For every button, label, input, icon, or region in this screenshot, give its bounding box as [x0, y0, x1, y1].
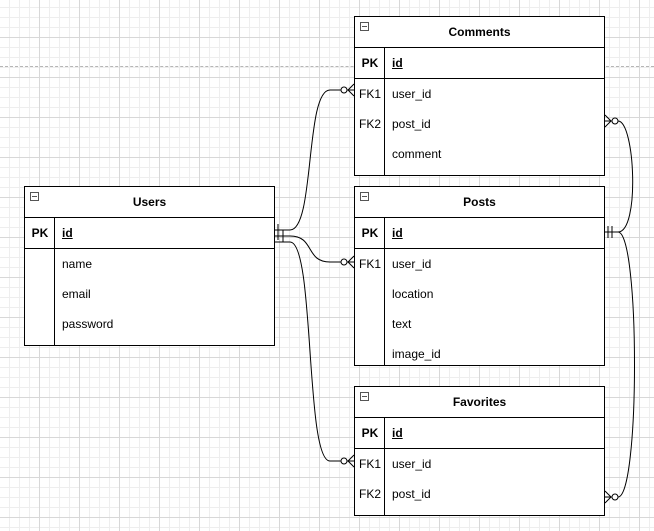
zero-circle-favorites-user: [340, 457, 348, 465]
table-row[interactable]: FK2 post_id: [355, 109, 604, 139]
key-column-divider: [384, 418, 385, 515]
table-row[interactable]: PK id: [355, 218, 604, 249]
key-label: FK2: [358, 487, 381, 501]
field-name: email: [62, 287, 91, 301]
collapse-icon[interactable]: [360, 22, 369, 31]
key-label: PK: [361, 426, 379, 440]
table-row[interactable]: PK id: [355, 48, 604, 79]
field-name: image_id: [392, 347, 441, 361]
collapse-icon[interactable]: [30, 192, 39, 201]
collapse-icon[interactable]: [360, 192, 369, 201]
table-users[interactable]: Users PK id name email password: [24, 186, 275, 346]
rel-posts-favorites: [605, 231, 635, 498]
table-title: Favorites: [355, 387, 604, 418]
field-name: comment: [392, 147, 442, 161]
crowfoot-favorites-post: [604, 490, 612, 504]
key-label: [355, 279, 385, 309]
table-row[interactable]: PK id: [25, 218, 274, 249]
table-posts[interactable]: Posts PK id FK1 user_id location text im…: [354, 186, 605, 366]
field-name: id: [62, 226, 73, 240]
key-label: PK: [361, 56, 379, 70]
key-column-divider: [54, 218, 55, 345]
zero-circle-favorites-post: [611, 493, 619, 501]
key-label: FK1: [358, 257, 381, 271]
table-title: Users: [25, 187, 274, 218]
rel-users-favorites: [275, 241, 354, 462]
table-row[interactable]: text: [355, 309, 604, 339]
table-row[interactable]: email: [25, 279, 274, 309]
field-name: text: [392, 317, 412, 331]
field-name: location: [392, 287, 434, 301]
field-name: password: [62, 317, 114, 331]
field-name: user_id: [392, 457, 432, 471]
table-row[interactable]: PK id: [355, 418, 604, 449]
key-label: [25, 309, 55, 339]
key-label: [25, 249, 55, 279]
key-label: FK2: [358, 117, 381, 131]
crowfoot-comments-user: [347, 83, 355, 97]
table-comments[interactable]: Comments PK id FK1 user_id FK2 post_id c…: [354, 16, 605, 176]
collapse-icon[interactable]: [360, 392, 369, 401]
crowfoot-favorites-user: [347, 454, 355, 468]
key-label: FK1: [358, 457, 381, 471]
table-row[interactable]: FK1 user_id: [355, 449, 604, 479]
table-row[interactable]: FK1 user_id: [355, 249, 604, 279]
key-label: [25, 279, 55, 309]
rel-users-comments: [275, 89, 354, 231]
key-label: [355, 139, 385, 169]
table-row[interactable]: location: [355, 279, 604, 309]
table-row[interactable]: name: [25, 249, 274, 279]
rel-users-posts: [275, 235, 354, 263]
crowfoot-posts-user: [347, 255, 355, 269]
field-name: name: [62, 257, 93, 271]
zero-circle-posts-user: [340, 258, 348, 266]
crowfoot-comments-post: [604, 114, 612, 128]
field-name: id: [392, 426, 403, 440]
table-title: Posts: [355, 187, 604, 218]
table-row[interactable]: FK2 post_id: [355, 479, 604, 509]
page-break-line: [0, 66, 654, 67]
field-name: id: [392, 56, 403, 70]
table-row[interactable]: comment: [355, 139, 604, 169]
table-row[interactable]: password: [25, 309, 274, 339]
table-row[interactable]: image_id: [355, 339, 604, 369]
key-label: FK1: [358, 87, 381, 101]
zero-circle-comments-user: [340, 86, 348, 94]
field-name: user_id: [392, 87, 432, 101]
zero-circle-comments-post: [611, 117, 619, 125]
table-favorites[interactable]: Favorites PK id FK1 user_id FK2 post_id: [354, 386, 605, 516]
key-label: [355, 309, 385, 339]
field-name: post_id: [392, 487, 431, 501]
key-label: PK: [361, 226, 379, 240]
field-name: user_id: [392, 257, 432, 271]
key-label: PK: [31, 226, 49, 240]
field-name: post_id: [392, 117, 431, 131]
field-name: id: [392, 226, 403, 240]
key-label: [355, 339, 385, 369]
rel-posts-comments: [605, 120, 634, 233]
key-column-divider: [384, 218, 385, 365]
table-title: Comments: [355, 17, 604, 48]
table-row[interactable]: FK1 user_id: [355, 79, 604, 109]
key-column-divider: [384, 48, 385, 175]
